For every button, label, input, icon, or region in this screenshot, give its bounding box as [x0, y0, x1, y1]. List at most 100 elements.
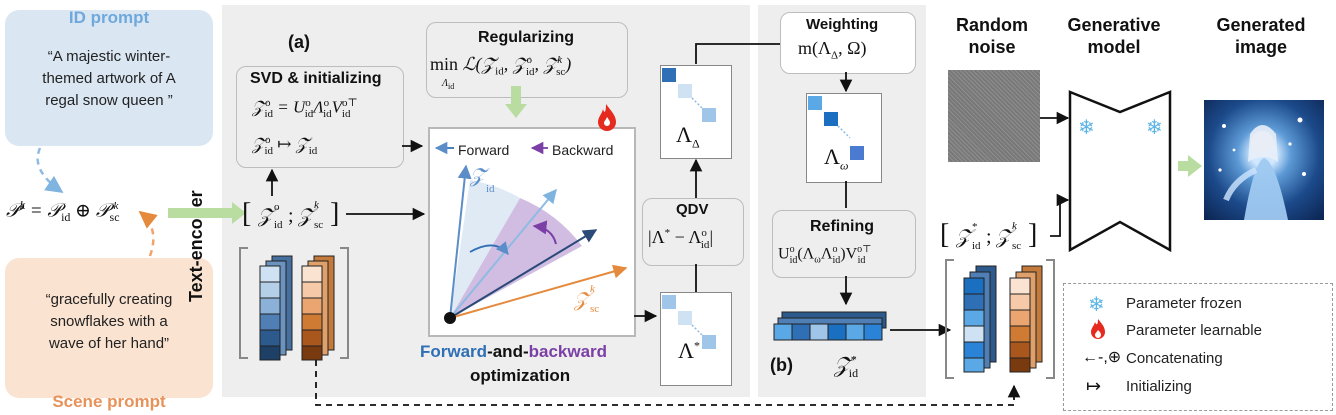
model-frozen-icon-left: ❄ [1078, 115, 1095, 139]
scene-prompt-arrow [138, 210, 158, 257]
right-id-star-stack [963, 265, 997, 373]
lambda-delta-symbol: ΛΔ [676, 122, 700, 151]
lambda-delta-diagonal [662, 68, 716, 122]
lambda-omega-symbol: Λω [824, 144, 849, 173]
z-tilde-id-label: 𝒵̃ [469, 165, 490, 187]
left-stack-bracket-close [340, 247, 349, 359]
svg-text:k: k [1012, 220, 1018, 232]
qdv-formula: |Λ* − Λoid| [648, 227, 714, 251]
snow-queen-illustration [1218, 117, 1306, 220]
generated-image-title: Generated image [1196, 14, 1326, 58]
id-prompt-box [5, 10, 213, 146]
scene-prompt-line: “gracefully creating [45, 291, 173, 308]
generative-model-line: Generative [1067, 15, 1161, 35]
scene-embedding-stack [301, 255, 335, 361]
z-concat-bracket: [ [242, 198, 251, 229]
weighting-title: Weighting [806, 16, 879, 33]
generative-model-shape [1068, 90, 1172, 253]
svg-text:id: id [274, 219, 283, 231]
lambda-star-diagonal [662, 295, 716, 349]
z-tilde-vector [449, 164, 472, 319]
panel-b-label: (b) [770, 355, 793, 375]
refining-formula: Uoid(ΛωΛoid)Vo⊤id [778, 244, 872, 266]
encoder-green-arrowhead [232, 202, 246, 224]
generated-image [1204, 100, 1324, 220]
random-noise-title: Random noise [944, 14, 1040, 58]
dashed-concat-arrow [315, 360, 1021, 406]
random-noise-image [948, 70, 1040, 162]
right-stack-bracket-close [1046, 259, 1055, 379]
caption-forward: Forward [420, 342, 488, 361]
caption-backward: backward [528, 342, 608, 361]
regularizing-box [426, 22, 628, 98]
z-id-star-stack [773, 311, 887, 341]
optimization-caption-line1: Forward-and-backward [420, 342, 607, 362]
z-star-to-model-arrow [1050, 193, 1070, 237]
scene-prompt-text: “gracefully creating snowflakes with a w… [5, 289, 213, 355]
legend-learnable: Parameter learnable [1126, 322, 1262, 339]
z-id-star-symbol: 𝒵*id [834, 352, 859, 381]
id-prompt-line: themed artwork of A [42, 70, 176, 87]
id-prompt-line: regal snow queen ” [45, 92, 173, 109]
weighting-box [780, 12, 916, 74]
svg-text:k: k [314, 199, 320, 211]
legend-box [1063, 283, 1333, 411]
dark-vector [449, 229, 598, 319]
forward-legend-label: Forward [458, 142, 510, 158]
svg-text:𝒵: 𝒵 [995, 226, 1016, 248]
random-noise-line: noise [968, 37, 1016, 57]
output-green-arrowhead [1188, 155, 1202, 177]
legend-concatenating: Concatenating [1126, 350, 1223, 367]
z-star-bracket: [ [940, 219, 949, 250]
lambda-star-symbol: Λ* [678, 338, 700, 363]
prompt-composition-formula: 𝒫k = 𝒫id ⊕ 𝒫sck [6, 198, 120, 225]
maps-to-icon: ↦ [1086, 376, 1102, 396]
regularize-green-arrowhead [505, 104, 527, 118]
svd-formula: 𝒵oid = UoidΛoidVo⊤id [252, 97, 358, 121]
right-scene-stack [1009, 265, 1043, 373]
legend-frozen: Parameter frozen [1126, 295, 1242, 312]
svg-text:𝒵: 𝒵 [955, 226, 976, 248]
concat-symbol-icon: ←-,⊕ [1082, 349, 1122, 366]
random-noise-line: Random [956, 15, 1028, 35]
backward-rotation-arrow [532, 220, 557, 245]
generative-model-line: model [1087, 37, 1141, 57]
right-stack-bracket-open [945, 259, 954, 379]
z-sc-label: 𝒵 [573, 289, 594, 311]
scene-prompt-box [5, 258, 213, 398]
lambda-omega-diagonal [808, 96, 864, 160]
qdv-box [642, 198, 744, 266]
forward-sector [450, 180, 520, 318]
caption-and: -and- [487, 342, 529, 361]
id-prompt-title: ID prompt [68, 8, 150, 27]
weighting-formula: m(ΛΔ, Ω) [798, 38, 867, 62]
svg-text:k: k [590, 283, 596, 295]
refining-title: Refining [810, 218, 874, 235]
generated-image-line: image [1234, 37, 1288, 57]
model-frozen-icon-right: ❄ [1146, 115, 1163, 139]
legend-initializing: Initializing [1126, 378, 1192, 395]
svg-text:o: o [274, 201, 280, 213]
generated-image-line: Generated [1216, 15, 1306, 35]
svg-text:sc: sc [314, 219, 323, 231]
id-prompt-line: “A majestic winter- [47, 48, 171, 65]
regularizing-formula: min ℒ(𝒵̃id, 𝒵oid, 𝒵ksc) Λid [430, 54, 572, 91]
svg-text:𝒵: 𝒵 [297, 205, 318, 227]
scene-prompt-line: wave of her hand” [48, 335, 170, 352]
backward-sector [450, 198, 582, 318]
generative-model-title: Generative model [1056, 14, 1172, 58]
id-prompt-text: “A majestic winter- themed artwork of A … [5, 46, 213, 112]
origin-point [444, 312, 456, 324]
scene-prompt-line: snowflakes with a [50, 313, 168, 330]
id-prompt-arrow [36, 147, 64, 194]
svg-text:;: ; [986, 226, 992, 248]
lambda-delta-to-weighting-line [695, 43, 780, 64]
id-embedding-stack [259, 255, 293, 361]
optimization-caption-line2: optimization [470, 366, 571, 385]
svg-text:id: id [486, 183, 495, 195]
panel-a-label: (a) [288, 32, 310, 52]
svg-text:]: ] [1028, 219, 1037, 250]
refining-box [772, 210, 916, 278]
svg-text:id: id [972, 240, 981, 252]
